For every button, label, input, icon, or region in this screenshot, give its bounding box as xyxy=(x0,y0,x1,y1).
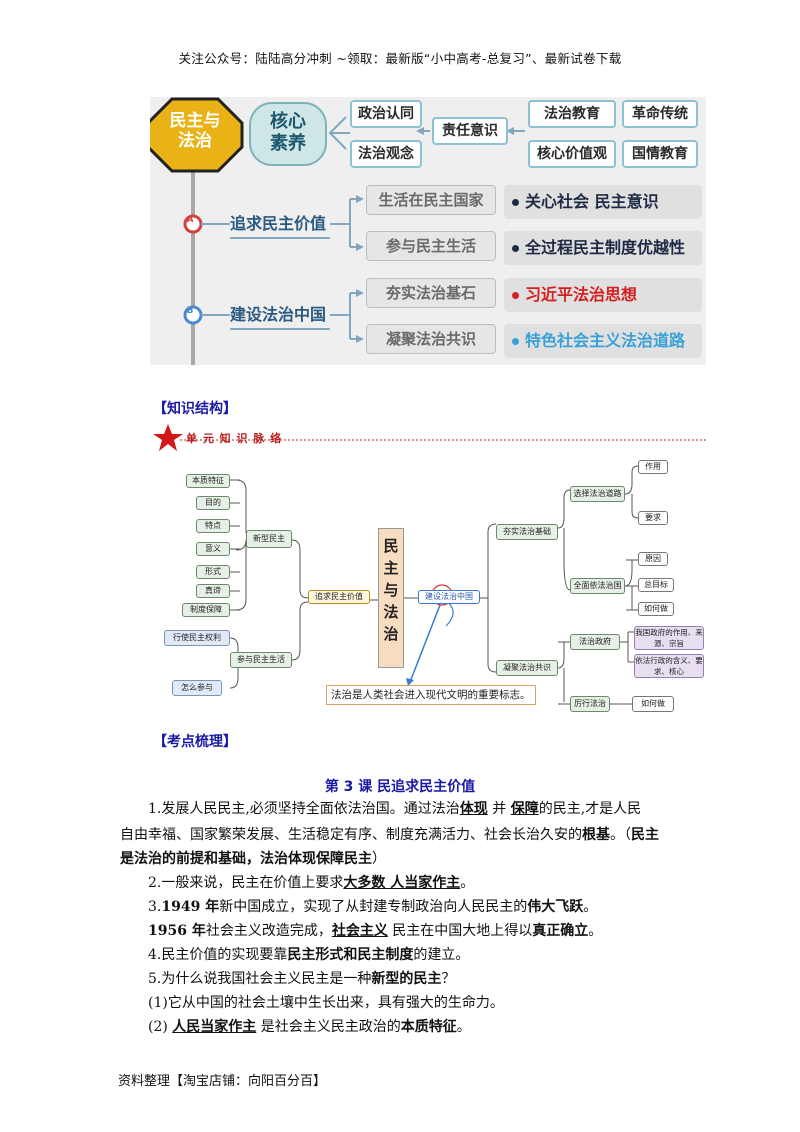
key-point: 特色社会主义法治道路 xyxy=(504,324,702,358)
mindmap-node: 我国政府的作用、来源、宗旨 xyxy=(634,626,704,650)
mindmap-node: 新型民主 xyxy=(246,530,292,548)
paragraph-1-end: 是法治的前提和基础，法治体现保障民主） xyxy=(120,851,386,867)
page-header: 关注公众号：陆陆高分冲刺 ~领取：最新版“小中高考-总复习”、最新试卷下载 xyxy=(178,51,622,66)
overview-connectors xyxy=(150,97,525,365)
marker-a: A xyxy=(186,215,194,225)
mindmap-node: 作用 xyxy=(638,460,668,474)
mindmap-node: 要求 xyxy=(638,511,668,525)
branch-a-label: 追求民主价值 xyxy=(230,211,330,239)
mindmap-node: 夯实法治基础 xyxy=(496,524,558,540)
key-point: 习近平法治思想 xyxy=(504,278,702,312)
paragraph-8: (2) 人民当家作主 是社会主义民主政治的本质特征。 xyxy=(148,1019,471,1035)
section-heading-structure: 【知识结构】 xyxy=(153,401,237,417)
paragraph-2: 2.一般来说，民主在价值上要求大多数 人当家作主。 xyxy=(148,875,475,891)
topic-item: 凝聚法治共识 xyxy=(366,324,496,354)
education-item: 法治教育 xyxy=(528,100,616,128)
paragraph-4: 1956 年社会主义改造完成，社会主义 民主在中国大地上得以真正确立。 xyxy=(148,923,603,939)
badge-octagon xyxy=(150,97,244,173)
education-item: 革命传统 xyxy=(622,100,698,128)
mindmap-node: 行使民主权利 xyxy=(164,630,230,646)
paragraph-7: (1)它从中国的社会土壤中生长出来，具有强大的生命力。 xyxy=(148,995,504,1011)
mindmap-node: 总目标 xyxy=(638,578,674,592)
mindmap-node: 形式 xyxy=(196,565,230,579)
literacy-item: 政治认同 xyxy=(350,100,422,128)
page-footer: 资料整理【淘宝店铺：向阳百分百】 xyxy=(118,1074,327,1089)
badge-title: 民主与 法治 xyxy=(169,111,221,151)
unit-overview-graphic: 民主与 法治 核心 素养 政治认同 法治观念 责任意识 法治教育 革命传统 核心… xyxy=(150,97,706,365)
paragraph-1: 1.发展人民民主,必须坚持全面依法治国。通过法治体现 并 保障的民主,才是人民 xyxy=(148,801,642,817)
key-point: 全过程民主制度优越性 xyxy=(504,231,702,265)
paragraph-5: 4.民主价值的实现要靠民主形式和民主制度的建立。 xyxy=(148,947,470,963)
mindmap-node: 全面依法治国 xyxy=(570,578,625,594)
mindmap-node: 法治政府 xyxy=(570,634,620,650)
mindmap-node: 如何做 xyxy=(632,696,674,712)
mindmap-center: 民 主 与 法 治 xyxy=(378,528,404,668)
mindmap-node: 特点 xyxy=(196,519,230,533)
education-item: 核心价值观 xyxy=(528,140,616,168)
paragraph-3: 3.1949 年新中国成立，实现了从封建专制政治向人民民主的伟大飞跃。 xyxy=(148,899,598,915)
mindmap-node: 真谛 xyxy=(196,584,230,598)
literacy-item: 法治观念 xyxy=(350,140,422,168)
mindmap-node: 如何做 xyxy=(638,602,674,616)
mindmap-note: 法治是人类社会进入现代文明的重要标志。 xyxy=(326,685,536,705)
branch-left: 追求民主价值 xyxy=(308,590,370,604)
lesson-title: 第 3 课 民追求民主价值 xyxy=(324,779,476,795)
branch-right: 建设法治中国 xyxy=(418,590,480,604)
key-point: 关心社会 民主意识 xyxy=(504,185,702,219)
knowledge-mindmap: 单 元 知 识 脉 络 民 主 与 法 治 追求民主价值 建设法治中国 新型民主… xyxy=(150,420,708,718)
bullet-icon xyxy=(512,245,519,252)
section-heading-review: 【考点梳理】 xyxy=(153,734,237,750)
mindmap-node: 凝聚法治共识 xyxy=(496,660,558,676)
mindmap-node: 依法行政的含义、要求、核心 xyxy=(634,654,704,678)
bullet-icon xyxy=(512,338,519,345)
bullet-icon xyxy=(512,199,519,206)
bullet-icon xyxy=(512,292,519,299)
mindmap-node: 目的 xyxy=(196,496,230,510)
mindmap-node: 参与民主生活 xyxy=(230,652,292,668)
education-item: 国情教育 xyxy=(622,140,698,168)
responsibility-item: 责任意识 xyxy=(432,117,508,145)
mindmap-node: 厉行法治 xyxy=(570,696,610,712)
branch-b-label: 建设法治中国 xyxy=(230,302,330,330)
paragraph-1-cont: 自由幸福、国家繁荣发展、生活稳定有序、制度充满活力、社会长治久安的根基。（民主 xyxy=(120,827,659,843)
topic-item: 夯实法治基石 xyxy=(366,278,496,308)
mindmap-node: 怎么参与 xyxy=(172,680,222,696)
star-icon xyxy=(153,424,183,451)
mindmap-node: 本质特征 xyxy=(186,474,230,488)
topic-item: 参与民主生活 xyxy=(366,231,496,261)
mindmap-node: 选择法治道路 xyxy=(570,486,625,502)
mindmap-banner: 单 元 知 识 脉 络 xyxy=(186,432,283,445)
mindmap-node: 原因 xyxy=(638,552,668,566)
mindmap-node: 意义 xyxy=(196,542,230,556)
core-literacy-title: 核心 素养 xyxy=(270,111,306,154)
paragraph-6: 5.为什么说我国社会主义民主是一种新型的民主？ xyxy=(148,971,456,987)
topic-item: 生活在民主国家 xyxy=(366,185,496,215)
mindmap-lines xyxy=(150,420,708,705)
marker-b: B xyxy=(186,306,194,316)
mindmap-node: 制度保障 xyxy=(182,603,230,617)
